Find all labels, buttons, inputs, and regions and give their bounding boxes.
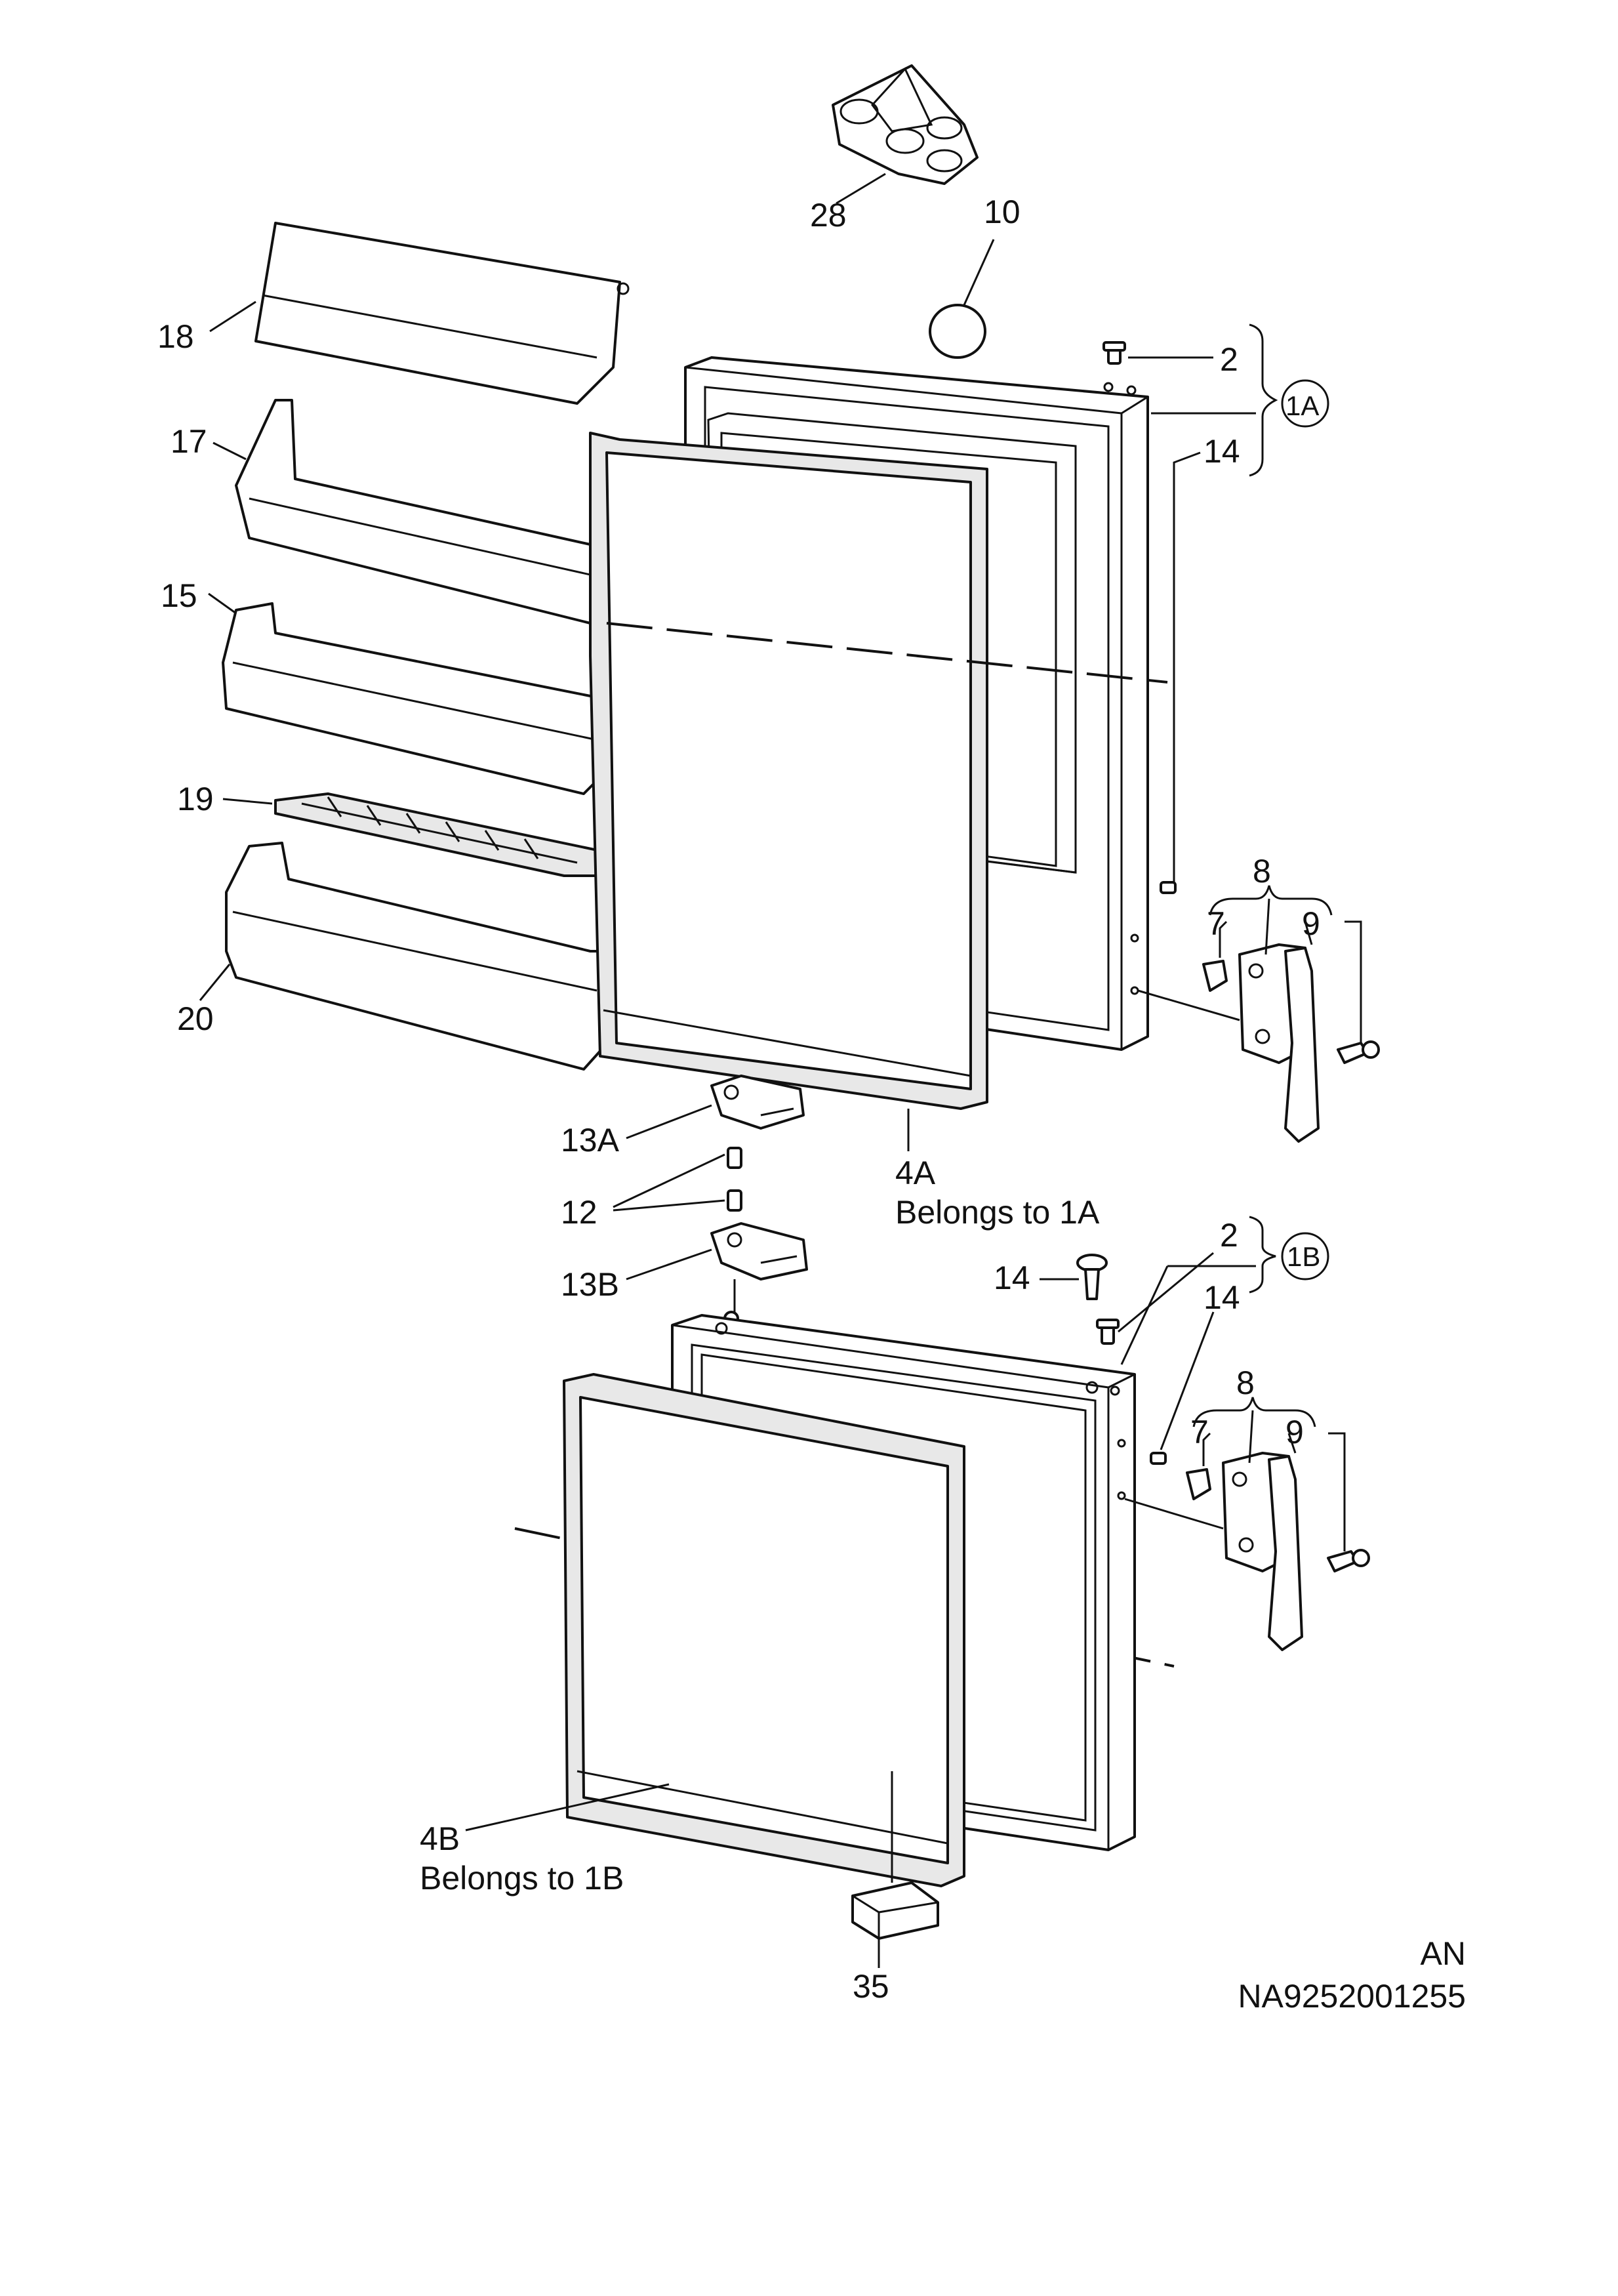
leader-8b: [1248, 1410, 1254, 1464]
part-35-block: [851, 1881, 939, 1940]
part-14a-screw: [1160, 881, 1177, 894]
part-13b-hinge: [710, 1222, 808, 1281]
part-19-grille: [274, 792, 611, 877]
label-7a: 7: [1207, 905, 1225, 942]
label-8b: 8: [1236, 1364, 1255, 1401]
label-4b-note: Belongs to 1B: [420, 1860, 624, 1896]
label-2b: 2: [1220, 1217, 1238, 1254]
label-code-an: AN: [1421, 1935, 1466, 1972]
handle-assembly-1a: [1202, 943, 1380, 1143]
leader-20: [199, 964, 231, 1001]
label-14a: 14: [1203, 433, 1240, 470]
leader-2b: [1118, 1252, 1214, 1333]
leader-handle-a: [1137, 989, 1240, 1021]
label-20: 20: [177, 1000, 214, 1037]
label-13a: 13A: [561, 1122, 620, 1158]
part-12-pin-lower: [727, 1189, 742, 1212]
callout-circle-1b: [1281, 1232, 1329, 1281]
label-9a: 9: [1302, 905, 1320, 942]
part-4a-gasket: [589, 432, 988, 1110]
leader-14c: [1160, 1311, 1215, 1450]
leader-9a: [1345, 920, 1362, 1043]
brace-8a: [1209, 885, 1333, 916]
label-10: 10: [984, 194, 1021, 230]
leader-12-b: [613, 1199, 725, 1212]
label-13b: 13B: [561, 1266, 619, 1303]
brace-8b: [1192, 1397, 1316, 1427]
leader-4b: [465, 1783, 670, 1832]
leader-8a: [1264, 898, 1270, 955]
leader-28: [836, 173, 886, 205]
part-15-door-shelf: [222, 602, 611, 795]
leader-17: [212, 441, 247, 461]
label-1b: 1B: [1287, 1241, 1320, 1272]
brace-1b: [1249, 1216, 1276, 1294]
part-2b-screw: [1096, 1319, 1120, 1345]
leader-14a: [1173, 451, 1201, 882]
label-28: 28: [810, 197, 847, 234]
part-2a-screw: [1102, 341, 1126, 365]
brace-1a: [1249, 323, 1278, 477]
label-35: 35: [853, 1968, 889, 2005]
axis-line-upper: [606, 622, 1168, 684]
leader-10: [963, 239, 995, 306]
leader-9a-b: [1304, 921, 1313, 945]
label-code-number: NA9252001255: [1238, 1978, 1466, 2015]
label-8a: 8: [1253, 853, 1271, 890]
part-17-door-shelf: [235, 399, 631, 625]
leader-handle-b: [1124, 1498, 1224, 1530]
leader-7a: [1219, 920, 1228, 958]
leader-9b: [1328, 1432, 1346, 1551]
label-4b: 4B: [420, 1820, 460, 1857]
part-14b-pin: [1076, 1254, 1108, 1300]
leader-13b: [626, 1248, 712, 1281]
leader-19: [222, 798, 273, 805]
label-15: 15: [161, 577, 197, 614]
label-18: 18: [157, 318, 194, 355]
leader-12-a: [613, 1153, 725, 1208]
part-12-pin-upper: [727, 1147, 742, 1169]
label-12: 12: [561, 1194, 597, 1231]
label-7b: 7: [1190, 1414, 1209, 1450]
label-14b: 14: [994, 1260, 1030, 1296]
leader-15: [208, 592, 237, 615]
part-28-egg-tray: [832, 64, 979, 185]
label-1a: 1A: [1285, 390, 1319, 421]
leader-9b-b: [1287, 1433, 1297, 1454]
label-19: 19: [177, 781, 214, 817]
handle-assembly-1b: [1186, 1452, 1370, 1651]
label-9b: 9: [1285, 1414, 1304, 1450]
callout-circle-1a: [1281, 379, 1329, 428]
label-4a-note: Belongs to 1A: [895, 1194, 1100, 1231]
label-2a: 2: [1220, 341, 1238, 378]
leader-7b: [1202, 1432, 1211, 1466]
part-13a-hinge: [710, 1075, 805, 1130]
label-14c: 14: [1203, 1279, 1240, 1316]
part-4b-gasket: [563, 1373, 965, 1887]
label-4a: 4A: [895, 1155, 936, 1191]
leader-18: [209, 300, 256, 333]
part-14c-screw: [1150, 1452, 1167, 1465]
label-17: 17: [171, 423, 207, 460]
leader-2b-c: [1120, 1265, 1169, 1365]
leader-13a: [626, 1104, 712, 1139]
part-20-bottle-shelf: [225, 842, 618, 1071]
part-10-cap: [929, 304, 986, 359]
part-18-dairy-lid: [254, 222, 630, 405]
